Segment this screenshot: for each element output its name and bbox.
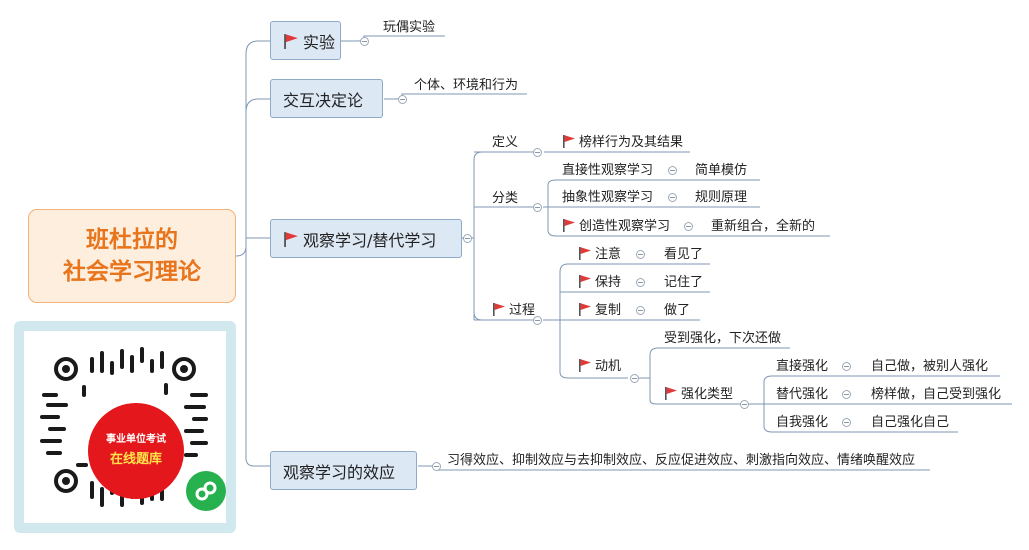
collapse-toggle[interactable] bbox=[630, 374, 639, 383]
leaf-creative-observation-desc[interactable]: 重新组合，全新的 bbox=[711, 219, 816, 234]
topic-observational-learning[interactable]: 观察学习/替代学习 bbox=[270, 219, 462, 258]
flag-icon bbox=[493, 303, 505, 316]
collapse-toggle[interactable] bbox=[636, 306, 645, 315]
leaf-direct-reinforcement[interactable]: 直接强化 bbox=[776, 359, 829, 374]
leaf-reproduction[interactable]: 复制 bbox=[578, 302, 621, 320]
flag-icon bbox=[284, 33, 298, 49]
qr-code-panel: 事业单位考试 在线题库 bbox=[14, 321, 236, 533]
collapse-toggle[interactable] bbox=[398, 95, 407, 104]
leaf-retention-desc[interactable]: 记住了 bbox=[664, 275, 704, 290]
collapse-toggle[interactable] bbox=[668, 166, 677, 175]
leaf-attention-text: 注意 bbox=[595, 247, 622, 262]
collapse-toggle[interactable] bbox=[684, 222, 693, 231]
leaf-motivation[interactable]: 动机 bbox=[578, 358, 621, 376]
leaf-reinforcement-types[interactable]: 强化类型 bbox=[664, 386, 733, 404]
leaf-direct-observation-desc[interactable]: 简单模仿 bbox=[695, 163, 748, 178]
mini-program-logo bbox=[195, 481, 217, 501]
leaf-self-reinforcement[interactable]: 自我强化 bbox=[776, 415, 829, 430]
flag-icon bbox=[563, 135, 575, 148]
leaf-definition-desc[interactable]: 榜样行为及其结果 bbox=[562, 134, 683, 152]
leaf-attention-desc[interactable]: 看见了 bbox=[664, 247, 704, 262]
leaf-vicarious-reinforcement[interactable]: 替代强化 bbox=[776, 387, 829, 402]
leaf-motivation-desc[interactable]: 受到强化，下次还做 bbox=[664, 331, 782, 346]
qr-center-badge: 事业单位考试 在线题库 bbox=[88, 403, 184, 499]
qr-badge-line2: 在线题库 bbox=[109, 451, 162, 467]
collapse-toggle[interactable] bbox=[533, 203, 542, 212]
leaf-reinforcement-types-text: 强化类型 bbox=[681, 387, 734, 402]
flag-icon bbox=[579, 303, 591, 316]
leaf-attention[interactable]: 注意 bbox=[578, 246, 621, 264]
collapse-toggle[interactable] bbox=[463, 234, 472, 243]
mini-program-icon bbox=[186, 471, 226, 511]
topic-experiment-label: 实验 bbox=[303, 32, 336, 52]
flag-icon bbox=[579, 359, 591, 372]
leaf-reproduction-text: 复制 bbox=[595, 303, 622, 318]
flag-icon bbox=[665, 387, 677, 400]
leaf-reproduction-desc[interactable]: 做了 bbox=[664, 303, 691, 318]
collapse-toggle[interactable] bbox=[533, 148, 542, 157]
leaf-doll-experiment[interactable]: 玩偶实验 bbox=[383, 20, 436, 35]
central-topic-line1: 班杜拉的 bbox=[86, 227, 178, 253]
leaf-process-text: 过程 bbox=[509, 303, 536, 318]
flag-icon bbox=[284, 231, 298, 247]
leaf-abstract-observation-desc[interactable]: 规则原理 bbox=[695, 190, 748, 205]
qr-code[interactable]: 事业单位考试 在线题库 bbox=[24, 331, 226, 523]
leaf-retention[interactable]: 保持 bbox=[578, 274, 621, 292]
topic-observational-learning-label: 观察学习/替代学习 bbox=[303, 230, 437, 250]
leaf-process[interactable]: 过程 bbox=[492, 302, 535, 320]
collapse-toggle[interactable] bbox=[636, 250, 645, 259]
leaf-retention-text: 保持 bbox=[595, 275, 622, 290]
central-topic-line2: 社会学习理论 bbox=[63, 259, 201, 285]
topic-effects-label: 观察学习的效应 bbox=[283, 462, 396, 482]
flag-icon bbox=[563, 219, 575, 232]
leaf-classification[interactable]: 分类 bbox=[492, 191, 519, 206]
leaf-creative-observation[interactable]: 创造性观察学习 bbox=[562, 218, 670, 236]
topic-interaction-label: 交互决定论 bbox=[283, 90, 364, 110]
collapse-toggle[interactable] bbox=[668, 193, 677, 202]
leaf-creative-observation-text: 创造性观察学习 bbox=[579, 219, 671, 234]
leaf-effects-desc[interactable]: 习得效应、抑制效应与去抑制效应、反应促进效应、刺激指向效应、情绪唤醒效应 bbox=[447, 453, 916, 468]
collapse-toggle[interactable] bbox=[636, 278, 645, 287]
leaf-direct-observation[interactable]: 直接性观察学习 bbox=[562, 163, 654, 178]
leaf-definition[interactable]: 定义 bbox=[492, 135, 519, 150]
leaf-motivation-text: 动机 bbox=[595, 359, 622, 374]
leaf-abstract-observation[interactable]: 抽象性观察学习 bbox=[562, 190, 654, 205]
flag-icon bbox=[579, 275, 591, 288]
leaf-direct-reinforcement-desc[interactable]: 自己做，被别人强化 bbox=[871, 359, 989, 374]
collapse-toggle[interactable] bbox=[432, 462, 441, 471]
leaf-definition-desc-text: 榜样行为及其结果 bbox=[579, 135, 684, 150]
collapse-toggle[interactable] bbox=[360, 37, 369, 46]
topic-interaction[interactable]: 交互决定论 bbox=[270, 79, 383, 118]
leaf-self-reinforcement-desc[interactable]: 自己强化自己 bbox=[871, 415, 950, 430]
central-topic[interactable]: 班杜拉的 社会学习理论 bbox=[28, 209, 236, 303]
topic-experiment[interactable]: 实验 bbox=[270, 21, 341, 60]
collapse-toggle[interactable] bbox=[842, 362, 851, 371]
collapse-toggle[interactable] bbox=[740, 400, 749, 409]
collapse-toggle[interactable] bbox=[842, 390, 851, 399]
collapse-toggle[interactable] bbox=[533, 316, 542, 325]
flag-icon bbox=[579, 247, 591, 260]
qr-badge-line1: 事业单位考试 bbox=[106, 433, 166, 445]
leaf-interaction-desc[interactable]: 个体、环境和行为 bbox=[414, 78, 519, 93]
collapse-toggle[interactable] bbox=[842, 418, 851, 427]
topic-effects[interactable]: 观察学习的效应 bbox=[270, 451, 417, 490]
leaf-vicarious-reinforcement-desc[interactable]: 榜样做，自己受到强化 bbox=[871, 387, 1002, 402]
